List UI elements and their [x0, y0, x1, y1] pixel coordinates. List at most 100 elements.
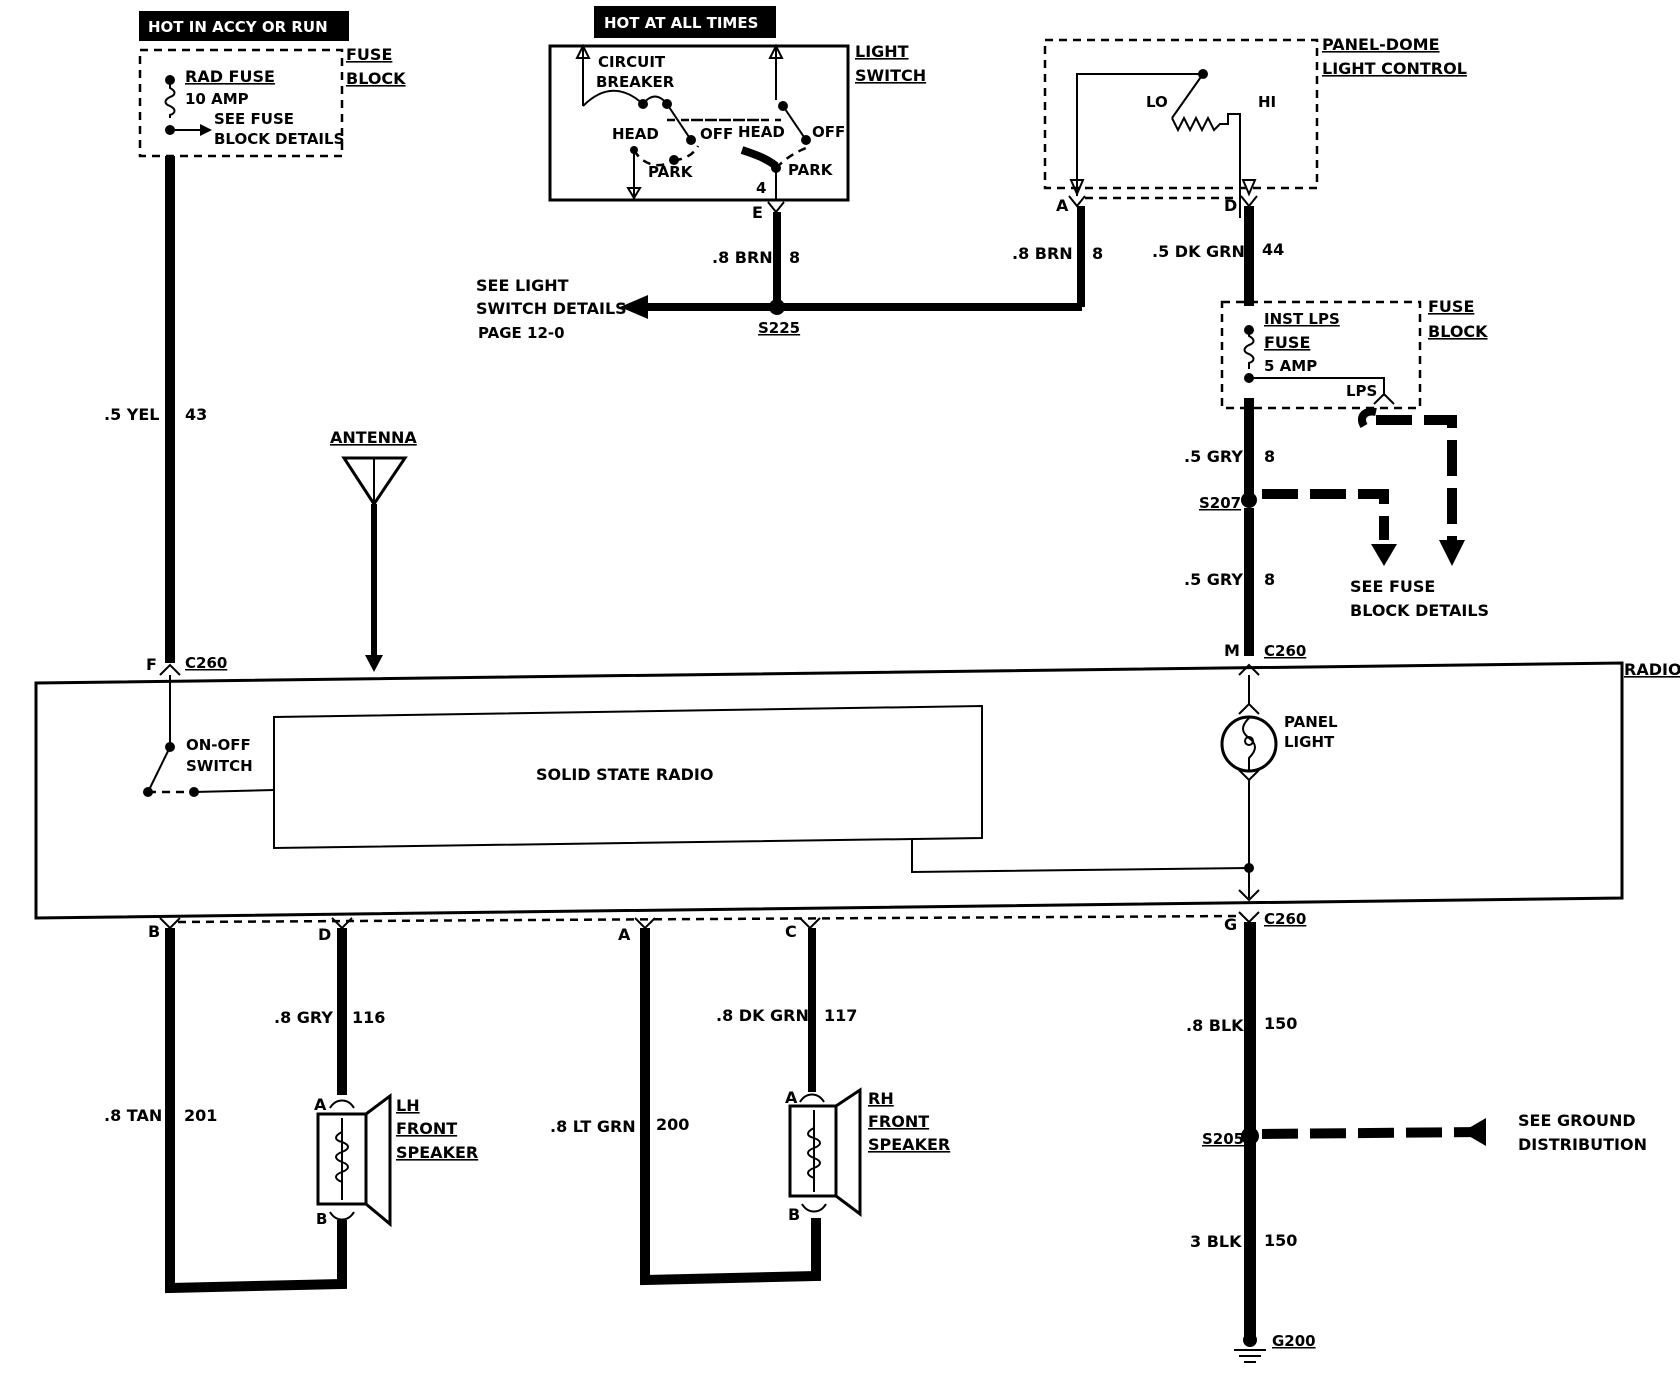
splice-s205-label: S205 [1202, 1130, 1244, 1148]
fuse-symbol-icon [164, 80, 176, 118]
wire-201-number: 201 [184, 1106, 217, 1125]
inst-fuse-lps: LPS [1346, 382, 1377, 400]
wire-116-number: 116 [352, 1008, 385, 1027]
wire-150-upper-color: .8 BLK [1186, 1016, 1244, 1035]
lh-speaker-label-2: FRONT [396, 1119, 457, 1138]
rad-fuse-detail-1: SEE FUSE [214, 110, 294, 128]
svg-text:HOT IN ACCY OR RUN: HOT IN ACCY OR RUN [148, 18, 328, 36]
park-label-left: PARK [648, 163, 694, 181]
svg-text:HOT AT ALL TIMES: HOT AT ALL TIMES [604, 14, 758, 32]
rh-speaker-label-1: RH [868, 1089, 894, 1108]
wire-201 [165, 928, 347, 1294]
rh-pin-a: A [785, 1088, 798, 1107]
arrow-left-icon [620, 295, 648, 319]
lh-speaker-label-3: SPEAKER [396, 1143, 478, 1162]
panel-dome-light-control: LO HI PANEL-DOME LIGHT CONTROL [1043, 35, 1467, 218]
pin-b: B [148, 922, 160, 941]
light-switch-pin-number: 4 [756, 179, 766, 197]
wire-8-gry-upper-number: 8 [1264, 447, 1275, 466]
splice-s207 [1241, 492, 1257, 508]
s207-feed-route [1262, 489, 1389, 540]
wire-200 [640, 928, 821, 1286]
panel-dome-label-1: PANEL-DOME [1322, 35, 1440, 54]
light-switch-label-2: SWITCH [855, 66, 926, 85]
panel-light-label-2: LIGHT [1284, 733, 1335, 751]
c260-bottom-right: C260 [1264, 910, 1306, 928]
inst-fuse-block-label-2: BLOCK [1428, 322, 1488, 341]
pin-m: M [1224, 641, 1240, 660]
light-switch-ref-1: SEE LIGHT [476, 276, 569, 295]
wire-8-gry-lower-number: 8 [1264, 570, 1275, 589]
head-label-right: HEAD [738, 123, 785, 141]
radio-label: RADIO [1624, 660, 1680, 679]
wire-8-gry-lower-color: .5 GRY [1184, 570, 1243, 589]
light-switch-ref-2: SWITCH DETAILS [476, 299, 627, 318]
off-label-right: OFF [812, 123, 845, 141]
pin-g: G [1224, 915, 1237, 934]
on-off-label-2: SWITCH [186, 757, 253, 775]
panel-dome-lo: LO [1146, 93, 1168, 111]
rad-fuse-title: RAD FUSE [185, 67, 275, 86]
ground-distribution-route [1261, 1127, 1481, 1139]
splice-s225-label: S225 [758, 319, 800, 337]
light-switch-pin-e: E [752, 203, 763, 222]
wire-116-color: .8 GRY [274, 1008, 333, 1027]
c260-top-left: C260 [185, 654, 227, 672]
arrow-right-icon [200, 124, 212, 136]
wire-117-color: .8 DK GRN [716, 1006, 809, 1025]
panel-dome-label-2: LIGHT CONTROL [1322, 59, 1467, 78]
c260-bottom-connector [177, 914, 1241, 924]
radio-unit: RADIO F C260 M C260 ON-OFF SWITCH SOLID … [34, 641, 1680, 920]
off-label-left: OFF [700, 125, 733, 143]
lh-speaker-icon [316, 1093, 392, 1228]
pin-d: D [318, 925, 331, 944]
lh-speaker-label-1: LH [396, 1096, 420, 1115]
on-off-label-1: ON-OFF [186, 736, 251, 754]
rad-fuse-detail-2: BLOCK DETAILS [214, 130, 344, 148]
wire-150-lower-color: 3 BLK [1190, 1232, 1242, 1251]
solid-state-radio-label: SOLID STATE RADIO [536, 765, 713, 784]
wire-44-number: 44 [1262, 240, 1284, 259]
inst-fuse-block-label-1: FUSE [1428, 297, 1474, 316]
fuse-symbol-icon [1243, 330, 1255, 369]
rh-speaker-icon [788, 1087, 862, 1217]
c260-top-right: C260 [1264, 642, 1306, 660]
ground-g200-label: G200 [1272, 1332, 1316, 1350]
panel-light-label-1: PANEL [1284, 713, 1338, 731]
rh-speaker-label-2: FRONT [868, 1112, 929, 1131]
light-switch-label-1: LIGHT [855, 42, 909, 61]
ground-icon [1234, 1333, 1266, 1363]
inst-lps-fuse-block: INST LPS FUSE 5 AMP LPS FUSE BLOCK [1220, 297, 1488, 410]
fuse-ref-1: SEE FUSE [1350, 577, 1435, 596]
wire-43-number: 43 [185, 405, 207, 424]
rad-fuse-block-label-1: FUSE [346, 45, 392, 64]
rh-pin-b: B [788, 1205, 800, 1224]
rad-fuse-amp: 10 AMP [185, 90, 249, 108]
ground-ref-2: DISTRIBUTION [1518, 1135, 1647, 1154]
solid-state-radio-box [273, 704, 983, 850]
wire-8-gry-upper-color: .5 GRY [1184, 447, 1243, 466]
arrow-down-icon [1439, 540, 1465, 566]
inst-fuse-amp: 5 AMP [1264, 357, 1317, 375]
lps-feed-route [1376, 415, 1457, 540]
pin-a: A [618, 925, 631, 944]
panel-dome-hi: HI [1258, 93, 1276, 111]
wire-8-brn-right-number: 8 [1092, 244, 1103, 263]
rh-speaker-label-3: SPEAKER [868, 1135, 950, 1154]
wire-43-color: .5 YEL [104, 405, 160, 424]
panel-dome-pin-a: A [1056, 196, 1069, 215]
inst-fuse-label-2: FUSE [1264, 333, 1310, 352]
lh-pin-b: B [316, 1210, 327, 1228]
rheostat-icon [1171, 113, 1241, 218]
ground-ref-1: SEE GROUND [1518, 1111, 1636, 1130]
wire-150-lower-number: 150 [1264, 1231, 1297, 1250]
head-label-left: HEAD [612, 125, 659, 143]
arrow-left-icon [1462, 1118, 1486, 1146]
wire-8-brn-right-color: .8 BRN [1012, 244, 1073, 263]
splice-s205 [1241, 1127, 1259, 1145]
rad-fuse-block: RAD FUSE 10 AMP SEE FUSE BLOCK DETAILS F… [138, 45, 406, 158]
circuit-breaker-label-1: CIRCUIT [598, 53, 666, 71]
park-label-right: PARK [788, 161, 834, 179]
